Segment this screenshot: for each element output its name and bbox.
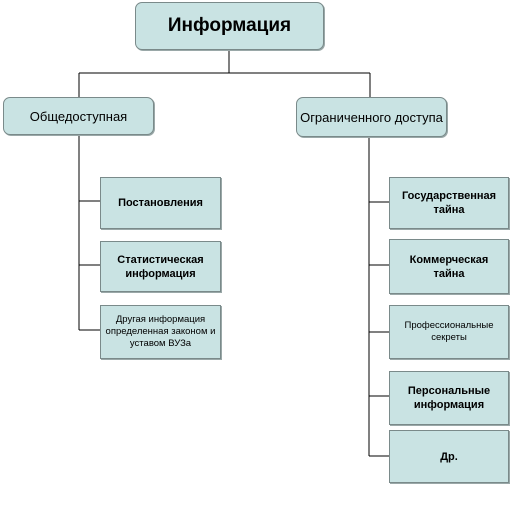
node-personal-info: Персональные информация [389,371,509,425]
node-label: Др. [440,450,458,463]
category-public: Общедоступная [3,97,154,135]
node-label: Статистическая информация [117,253,204,280]
node-label: Профессиональные секреты [404,320,494,343]
node-commercial-secret: Коммерческая тайна [389,239,509,294]
node-professional-secrets: Профессиональные секреты [389,305,509,359]
node-other: Др. [389,430,509,483]
node-label: Постановления [118,197,203,209]
node-label: Другая информация определенная законом и… [105,314,216,349]
category-public-label: Общедоступная [29,108,128,124]
category-restricted-label: Ограниченного доступа [300,109,443,125]
node-other-info: Другая информация определенная законом и… [100,305,221,359]
category-restricted: Ограниченного доступа [296,97,447,137]
node-statistical-info: Статистическая информация [100,241,221,292]
root-label: Информация [167,15,292,36]
node-resolutions: Постановления [100,177,221,229]
node-label: Персональные информация [407,385,491,411]
node-label: Государственная тайна [401,190,497,216]
root-node: Информация [135,2,324,50]
node-state-secret: Государственная тайна [389,177,509,229]
node-label: Коммерческая тайна [409,253,489,280]
